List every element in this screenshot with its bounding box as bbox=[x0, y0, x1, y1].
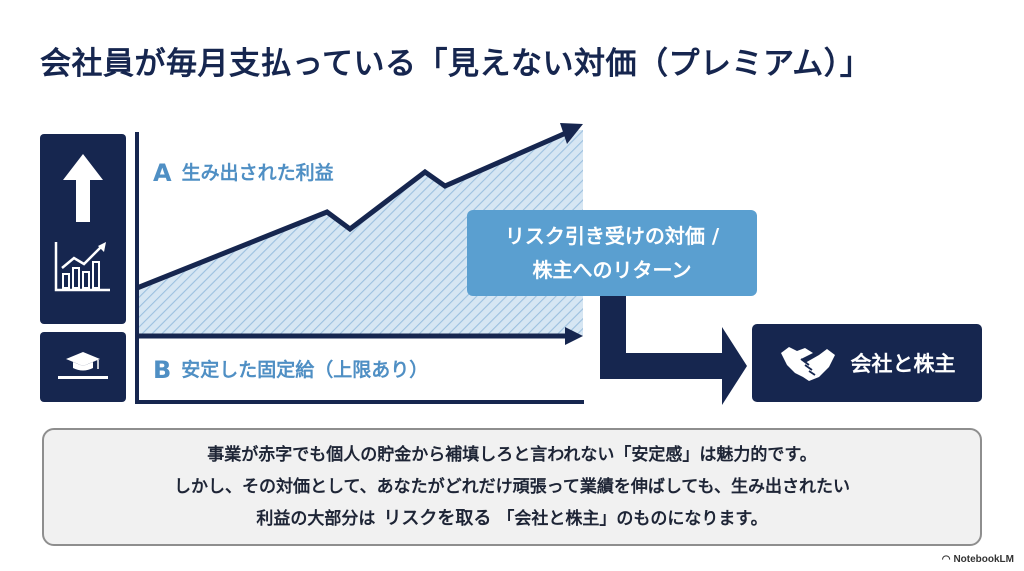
profit-label-text: 生み出された利益 bbox=[181, 162, 334, 184]
notebooklm-logo-icon: ◠ bbox=[941, 554, 951, 565]
salary-icon-panel bbox=[40, 332, 126, 402]
profit-arrowhead bbox=[560, 123, 583, 144]
up-arrow-icon bbox=[63, 154, 103, 222]
note-emphasis: リスクを取る bbox=[383, 508, 492, 529]
note-line-2: しかし、その対価として、あなたがどれだけ頑張って業績を伸ばしても、生み出されたい bbox=[174, 477, 850, 497]
profit-letter: A bbox=[153, 159, 172, 187]
profit-icon-panel bbox=[40, 134, 126, 324]
note-line-3: 利益の大部分はリスクを取る「会社と株主」のものになります。 bbox=[256, 503, 767, 535]
salary-label: B 安定した固定給（上限あり） bbox=[153, 355, 428, 384]
note-line-3-pre: 利益の大部分は bbox=[256, 509, 376, 529]
brand-text: NotebookLM bbox=[953, 554, 1014, 565]
handshake-icon bbox=[780, 347, 835, 381]
salary-label-text: 安定した固定給（上限あり） bbox=[181, 359, 429, 381]
risk-return-callout: リスク引き受けの対価 / 株主へのリターン bbox=[467, 210, 757, 296]
notebooklm-brand: ◠NotebookLM bbox=[942, 554, 1014, 565]
page-title: 会社員が毎月支払っている「見えない対価（プレミアム）」 bbox=[40, 46, 872, 82]
callout-line-1: リスク引き受けの対価 / bbox=[504, 224, 720, 248]
company-shareholders-label: 会社と株主 bbox=[850, 352, 956, 376]
graduation-cap-icon bbox=[58, 352, 108, 379]
profit-label: A 生み出された利益 bbox=[153, 158, 334, 187]
profit-line bbox=[136, 130, 568, 291]
note-line-1: 事業が赤字でも個人の貯金から補填しろと言われない「安定感」は魅力的です。 bbox=[207, 445, 817, 465]
salary-letter: B bbox=[153, 356, 172, 384]
explanation-note: 事業が赤字でも個人の貯金から補填しろと言われない「安定感」は魅力的です。 しかし… bbox=[42, 428, 982, 546]
growth-chart-icon bbox=[54, 242, 110, 292]
note-line-3-post: 「会社と株主」のものになります。 bbox=[497, 509, 768, 529]
flow-arrow bbox=[588, 292, 747, 405]
callout-line-2: 株主へのリターン bbox=[532, 258, 692, 282]
salary-arrowhead bbox=[565, 327, 583, 345]
company-shareholders-box: 会社と株主 bbox=[752, 324, 982, 402]
